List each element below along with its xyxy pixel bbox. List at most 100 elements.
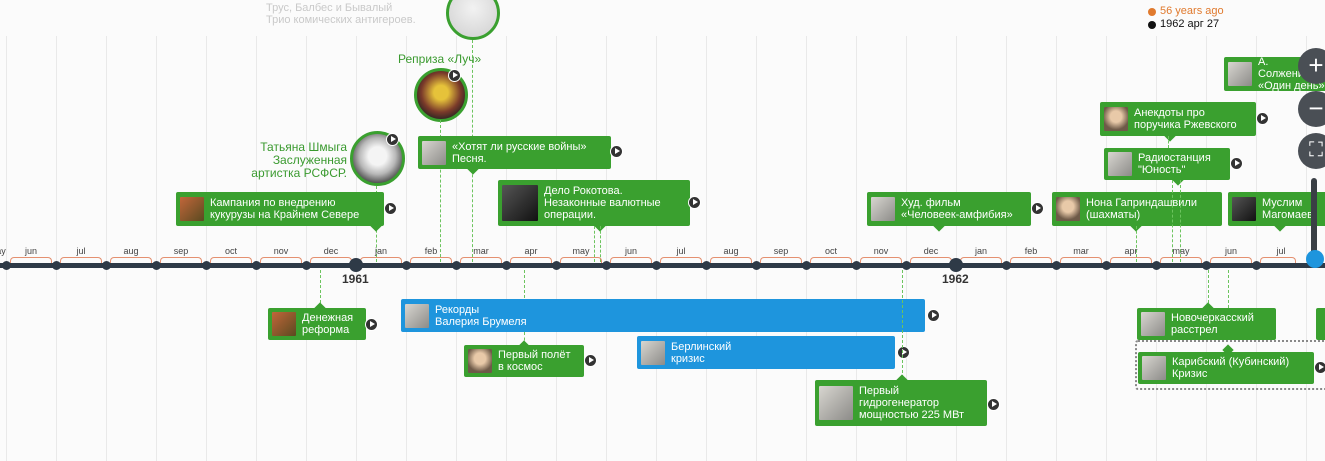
month-label: jan xyxy=(974,246,987,256)
gridline xyxy=(806,36,807,461)
event-first-space-flight[interactable]: Первый полёт в космос xyxy=(464,345,584,377)
event-novocherkassk[interactable]: Новочеркасский расстрел xyxy=(1137,308,1276,340)
gridline xyxy=(1156,36,1157,461)
event-thumbnail xyxy=(819,386,853,420)
event-thumbnail xyxy=(272,312,296,336)
month-brace xyxy=(1210,257,1252,263)
month-label: feb xyxy=(424,246,438,256)
play-icon[interactable] xyxy=(987,398,1000,411)
event-money-reform[interactable]: Денежная реформа xyxy=(268,308,366,340)
month-tick xyxy=(902,261,911,270)
zoom-out-button[interactable]: − xyxy=(1298,91,1325,127)
event-nona-gaprindashvili[interactable]: Нона Гаприндашвили (шахматы) xyxy=(1052,192,1222,226)
month-label: apr xyxy=(524,246,538,256)
portrait-repriza-luch[interactable] xyxy=(414,68,468,122)
selection-outline xyxy=(1135,340,1325,390)
month-brace xyxy=(410,257,452,263)
play-icon[interactable] xyxy=(448,69,461,82)
gridline xyxy=(706,36,707,461)
portrait-label: Татьяна Шмыга Заслуженная артистка РСФСР… xyxy=(251,140,347,180)
event-thumbnail xyxy=(1104,107,1128,131)
month-tick xyxy=(1052,261,1061,270)
month-tick xyxy=(302,261,311,270)
month-tick xyxy=(1002,261,1011,270)
month-tick xyxy=(402,261,411,270)
portrait-label: Реприза «Луч» xyxy=(398,52,482,66)
event-corn-campaign[interactable]: Кампания по внедрению кукурузы на Крайне… xyxy=(176,192,384,226)
month-tick xyxy=(652,261,661,270)
play-icon[interactable] xyxy=(897,346,910,359)
event-thumbnail xyxy=(1141,312,1165,336)
month-brace xyxy=(1110,257,1152,263)
connector-line xyxy=(1228,270,1229,308)
event-thumbnail xyxy=(422,140,446,165)
play-icon[interactable] xyxy=(1256,112,1269,125)
month-label: may xyxy=(1172,246,1190,256)
gridline xyxy=(156,36,157,461)
play-icon[interactable] xyxy=(365,318,378,331)
month-brace xyxy=(510,257,552,263)
gridline xyxy=(1206,36,1207,461)
month-label: jul xyxy=(1276,246,1286,256)
age-indicator: 56 years ago 1962 арг 27 xyxy=(1148,5,1224,31)
connector-line xyxy=(440,120,441,262)
fullscreen-button[interactable]: ⛶ xyxy=(1298,133,1325,169)
event-muslim-magomaev[interactable]: Муслим Магомаев xyxy=(1228,192,1325,226)
play-icon[interactable] xyxy=(688,196,701,209)
month-tick xyxy=(152,261,161,270)
event-amphibian-man[interactable]: Худ. фильм «Человеек-амфибия» xyxy=(867,192,1031,226)
event-thumbnail xyxy=(468,349,492,373)
play-icon[interactable] xyxy=(584,354,597,367)
event-hydrogenerator[interactable]: Первый гидрогенератор мощностью 225 МВт xyxy=(815,380,987,426)
play-icon[interactable] xyxy=(610,145,623,158)
play-icon[interactable] xyxy=(1314,361,1325,374)
connector-line xyxy=(524,332,525,346)
month-brace xyxy=(360,257,402,263)
black-dot-icon xyxy=(1148,20,1156,29)
period-berlin-crisis[interactable]: Берлинский кризис xyxy=(637,336,895,369)
play-icon[interactable] xyxy=(384,202,397,215)
month-brace xyxy=(660,257,702,263)
connector-line xyxy=(1172,180,1173,262)
month-label: feb xyxy=(1024,246,1038,256)
month-label: jan xyxy=(374,246,387,256)
zoom-slider-handle[interactable] xyxy=(1306,250,1324,268)
month-brace xyxy=(310,257,352,263)
event-rzhevsky-jokes[interactable]: Анекдоты про поручика Ржевского xyxy=(1100,102,1256,136)
month-label: apr xyxy=(1124,246,1138,256)
event-rokotov-case[interactable]: Дело Рокотова. Незаконные валютные опера… xyxy=(498,180,690,226)
month-label: nov xyxy=(273,246,289,256)
event-partial-right[interactable] xyxy=(1316,308,1325,340)
play-icon[interactable] xyxy=(1230,157,1243,170)
date-text: 1962 арг 27 xyxy=(1160,18,1220,30)
month-brace xyxy=(260,257,302,263)
month-brace xyxy=(210,257,252,263)
month-label: nov xyxy=(873,246,889,256)
play-icon[interactable] xyxy=(1031,202,1044,215)
event-radio-yunost[interactable]: Радиостанция "Юность" xyxy=(1104,148,1230,180)
period-brumel-records[interactable]: Рекорды Валерия Брумеля xyxy=(401,299,925,332)
event-thumbnail xyxy=(1056,197,1080,221)
zoom-slider-track[interactable] xyxy=(1311,178,1317,264)
event-cuban-crisis[interactable]: Карибский (Кубинский) Кризис xyxy=(1138,352,1314,384)
month-brace xyxy=(910,257,952,263)
event-khotyat-li-russkie[interactable]: «Хотят ли русские войны» Песня. xyxy=(418,136,611,169)
years-ago-row: 56 years ago xyxy=(1148,5,1224,18)
play-icon[interactable] xyxy=(927,309,940,322)
month-brace xyxy=(810,257,852,263)
month-label: jun xyxy=(1224,246,1237,256)
faded-event-title: Трус, Балбес и Бывалый Трио комических а… xyxy=(266,2,416,26)
month-brace xyxy=(460,257,502,263)
faded-avatar[interactable] xyxy=(446,0,500,40)
play-icon[interactable] xyxy=(386,133,399,146)
gridline xyxy=(656,36,657,461)
gridline xyxy=(556,36,557,461)
month-label: may xyxy=(572,246,590,256)
event-label: Нона Гаприндашвили (шахматы) xyxy=(1086,197,1197,221)
month-brace xyxy=(110,257,152,263)
month-label: jun xyxy=(624,246,637,256)
event-thumbnail xyxy=(1228,62,1252,86)
year-label: 1961 xyxy=(342,272,369,286)
zoom-in-button[interactable]: + xyxy=(1298,48,1325,84)
